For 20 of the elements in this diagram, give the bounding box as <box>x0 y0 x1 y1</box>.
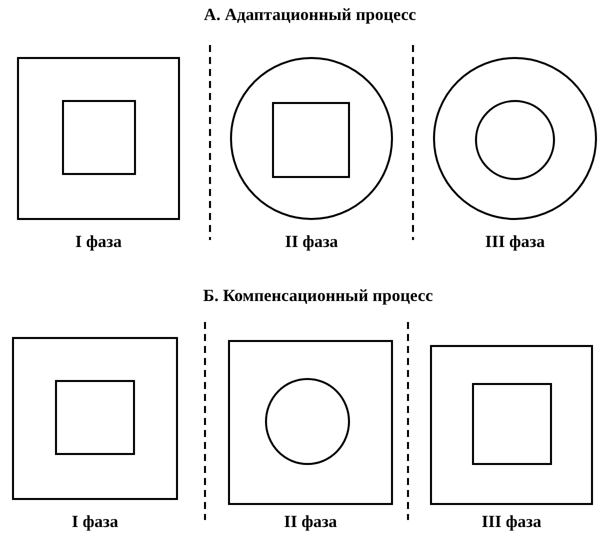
circle-outline <box>230 57 393 220</box>
square-outline <box>17 57 180 220</box>
square-outline <box>62 100 136 175</box>
square-outline <box>472 383 552 465</box>
section-heading: А. Адаптационный процесс <box>204 5 416 25</box>
phase-caption: I фаза <box>75 232 122 252</box>
square-outline <box>228 340 393 505</box>
square-outline <box>272 102 350 178</box>
circle-outline <box>265 378 350 465</box>
square-outline <box>12 337 178 500</box>
phase-caption: II фаза <box>284 512 338 532</box>
square-outline <box>55 380 135 455</box>
square-outline <box>430 345 593 505</box>
phase-caption: I фаза <box>72 512 118 532</box>
circle-outline <box>475 100 555 180</box>
circle-outline <box>433 57 597 220</box>
section-heading: Б. Компенсационный процесс <box>203 286 433 306</box>
phase-caption: II фаза <box>284 232 338 252</box>
phase-caption: III фаза <box>482 512 542 532</box>
phase-caption: III фаза <box>485 232 545 252</box>
